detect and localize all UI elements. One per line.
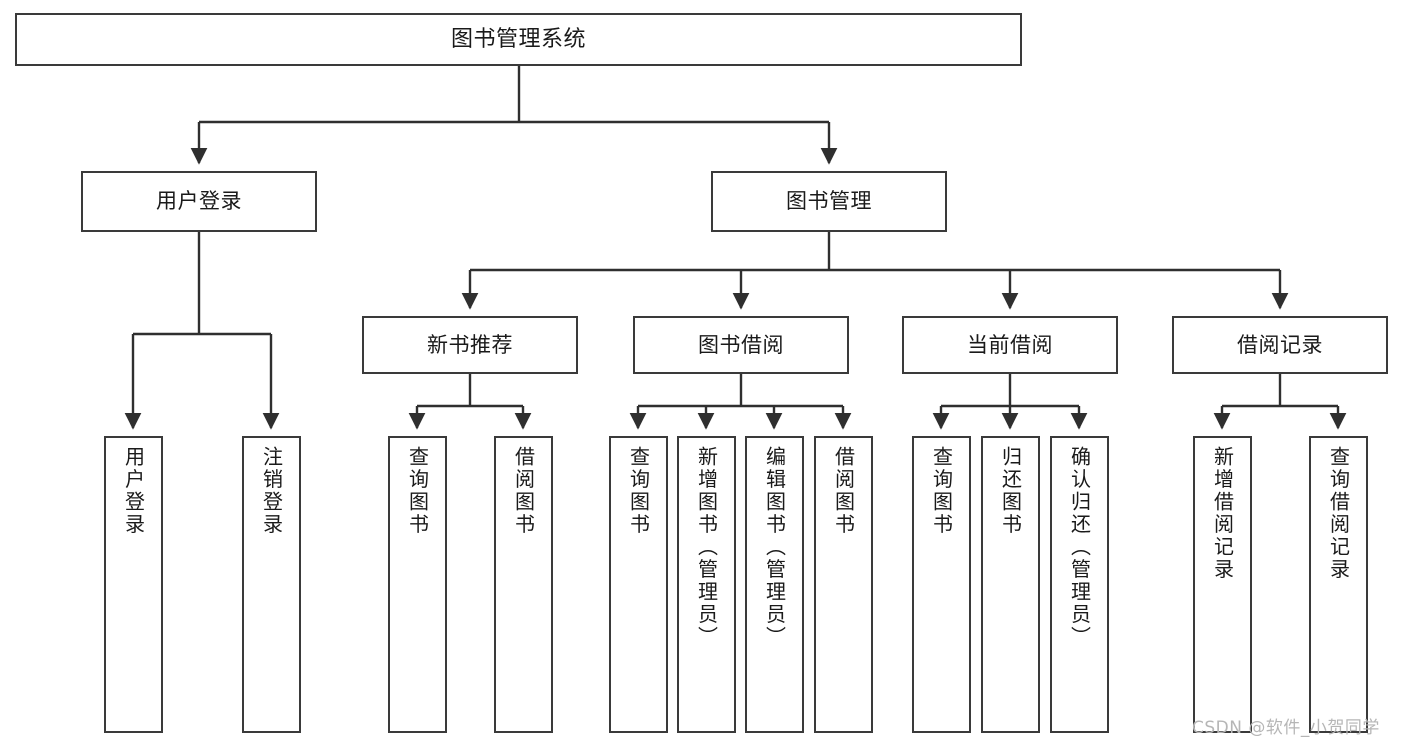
node-label: 当前借阅 — [967, 332, 1053, 357]
node-label: 注销登录 — [259, 446, 284, 536]
node-label: 借阅图书 — [511, 446, 536, 536]
leaf-user-login-login[interactable]: 用户登录 — [104, 436, 163, 733]
leaf-borrow-record-query[interactable]: 查询借阅记录 — [1309, 436, 1368, 733]
node-label: 查询图书 — [405, 446, 430, 536]
node-label: 图书管理系统 — [450, 26, 586, 52]
node-label: 用户登录 — [121, 446, 146, 536]
node-label: 新增借阅记录 — [1210, 446, 1235, 581]
node-label: 新增图书（管理员） — [694, 446, 719, 649]
node-current-borrow[interactable]: 当前借阅 — [902, 316, 1118, 374]
csdn-watermark: CSDN @软件_小贺同学 — [1192, 718, 1380, 738]
node-label: 查询图书 — [626, 446, 651, 536]
node-label: 编辑图书（管理员） — [762, 446, 787, 649]
node-label: 查询借阅记录 — [1326, 446, 1351, 581]
leaf-book-borrow-borrow[interactable]: 借阅图书 — [814, 436, 873, 733]
node-label: 归还图书 — [998, 446, 1023, 536]
node-user-login[interactable]: 用户登录 — [81, 171, 317, 232]
node-label: 确认归还（管理员） — [1067, 446, 1092, 649]
leaf-borrow-record-add[interactable]: 新增借阅记录 — [1193, 436, 1252, 733]
node-root-system[interactable]: 图书管理系统 — [15, 13, 1022, 66]
node-label: 新书推荐 — [427, 332, 513, 357]
node-label: 查询图书 — [929, 446, 954, 536]
leaf-current-borrow-return[interactable]: 归还图书 — [981, 436, 1040, 733]
leaf-new-book-borrow[interactable]: 借阅图书 — [494, 436, 553, 733]
leaf-book-borrow-add[interactable]: 新增图书（管理员） — [677, 436, 736, 733]
leaf-current-borrow-confirm-return[interactable]: 确认归还（管理员） — [1050, 436, 1109, 733]
node-label: 借阅记录 — [1237, 332, 1323, 357]
node-label: 图书借阅 — [698, 332, 784, 357]
node-book-management[interactable]: 图书管理 — [711, 171, 947, 232]
leaf-current-borrow-query[interactable]: 查询图书 — [912, 436, 971, 733]
leaf-book-borrow-edit[interactable]: 编辑图书（管理员） — [745, 436, 804, 733]
node-label: 借阅图书 — [831, 446, 856, 536]
leaf-new-book-query[interactable]: 查询图书 — [388, 436, 447, 733]
node-borrow-record[interactable]: 借阅记录 — [1172, 316, 1388, 374]
leaf-book-borrow-query[interactable]: 查询图书 — [609, 436, 668, 733]
node-label: 图书管理 — [786, 189, 872, 214]
leaf-user-login-logout[interactable]: 注销登录 — [242, 436, 301, 733]
node-label: 用户登录 — [156, 189, 242, 214]
node-new-book-recommend[interactable]: 新书推荐 — [362, 316, 578, 374]
node-book-borrow[interactable]: 图书借阅 — [633, 316, 849, 374]
